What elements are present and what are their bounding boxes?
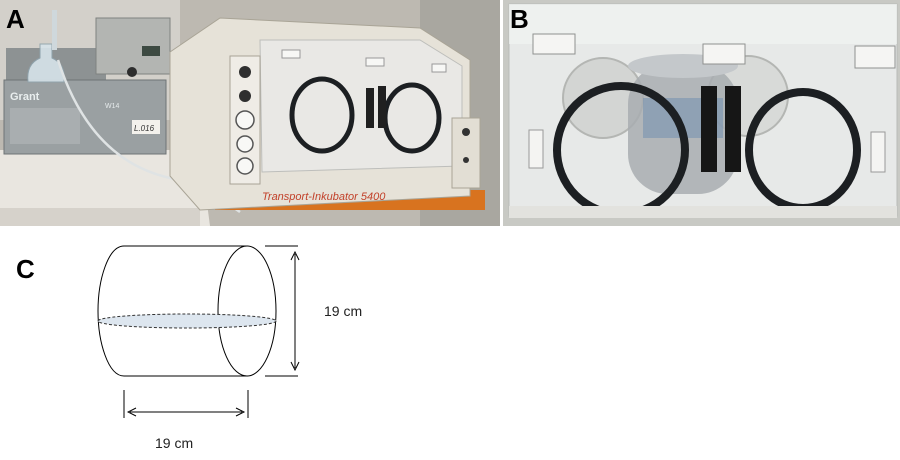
panel-label-a: A: [6, 4, 25, 34]
height-arrow-top: [290, 250, 300, 261]
transport-incubator: Transport-Inkubator 5400: [169, 17, 481, 211]
water-bath-model: W14: [105, 103, 120, 110]
height-arrow-bottom: [290, 361, 300, 372]
cylinder-back-curve: [97, 245, 125, 377]
water-bath-brand: Grant: [10, 91, 40, 103]
length-arrow-right: [235, 407, 246, 417]
water-bath: Grant W14 L.016: [3, 10, 167, 155]
handwritten-tag: L.016: [134, 124, 155, 133]
photo-b-incubator-closeup: [503, 0, 900, 226]
length-arrow-left: [126, 407, 137, 417]
height-label: 19 cm: [324, 303, 362, 319]
cylinder-front-ellipse: [217, 245, 277, 377]
panel-label-c: C: [16, 254, 35, 284]
water-bath-controller: [95, 17, 171, 77]
photo-a-incubator-setup: Grant W14 L.016: [0, 0, 500, 226]
panel-label-b: B: [510, 4, 529, 34]
cylinder-cross-section: [97, 313, 277, 329]
length-label: 19 cm: [155, 435, 193, 451]
cylinder-dimension-diagram: 19 cm 19 cm: [97, 245, 362, 451]
incubator-name: Transport-Inkubator 5400: [262, 191, 386, 203]
